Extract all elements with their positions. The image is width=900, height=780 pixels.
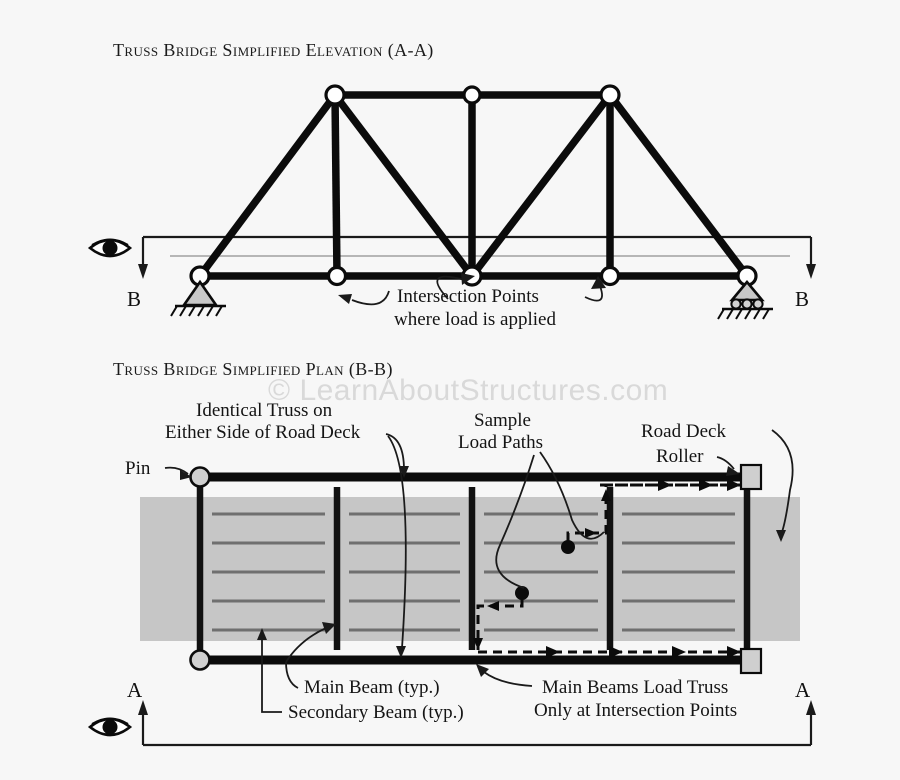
main-beam-label: Main Beam (typ.) xyxy=(304,677,440,698)
pin-label: Pin xyxy=(125,458,151,479)
pin-support-plan xyxy=(189,466,211,488)
main-beams-load-label-line2: Only at Intersection Points xyxy=(534,700,737,721)
truss-node xyxy=(326,265,348,287)
intersection-points-leaders xyxy=(338,273,606,306)
identical-truss-leader-bottom xyxy=(387,435,407,649)
diagonal-right-end xyxy=(607,92,750,279)
section-letter-right-a: A xyxy=(795,678,811,702)
pin-support-elevation xyxy=(170,279,226,317)
sample-load-paths-label-line1: Sample xyxy=(474,410,531,431)
identical-truss-label-line1: Identical Truss on xyxy=(196,400,333,421)
road-deck-leader xyxy=(771,429,794,533)
roller-label: Roller xyxy=(656,446,704,467)
identical-truss-label-line2: Either Side of Road Deck xyxy=(165,422,361,443)
section-letter-left-b: B xyxy=(127,287,141,311)
section-letter-left-a: A xyxy=(127,678,143,702)
main-beams-load-leader xyxy=(483,671,533,687)
section-arrow-left xyxy=(138,700,148,715)
section-arrow-left xyxy=(138,264,148,279)
vertical-left xyxy=(331,94,341,277)
section-line-bb xyxy=(138,235,816,279)
secondary-beam-leader xyxy=(261,636,282,713)
pin-support-plan xyxy=(189,649,211,671)
roller-support-elevation xyxy=(717,279,773,320)
pin-leader xyxy=(164,466,189,475)
load-arrow xyxy=(473,638,483,650)
load-arrow xyxy=(609,646,623,658)
load-arrow xyxy=(727,479,741,491)
main-beams xyxy=(196,487,751,650)
section-line-aa xyxy=(138,700,816,747)
truss-node xyxy=(324,84,346,106)
main-beams-load-label-line1: Main Beams Load Truss xyxy=(542,677,728,698)
load-point xyxy=(561,540,575,554)
elevation-title: Truss Bridge Simplified Elevation (A-A) xyxy=(113,40,434,61)
load-arrow xyxy=(546,646,560,658)
diagonal-inner-left xyxy=(332,92,475,279)
diagonal-inner-right xyxy=(469,92,613,279)
roller-support-plan xyxy=(739,647,763,675)
truss-elevation xyxy=(170,84,790,287)
road-deck-label: Road Deck xyxy=(641,421,726,442)
load-arrow xyxy=(727,646,741,658)
plan-title: Truss Bridge Simplified Plan (B-B) xyxy=(113,359,393,380)
main-beam-leader xyxy=(285,661,299,689)
roller-leader xyxy=(716,456,735,470)
load-arrow xyxy=(699,479,713,491)
sample-load-leader-1 xyxy=(539,451,605,540)
main-beam-leader-curve xyxy=(285,627,327,663)
intersection-points-label-line2: where load is applied xyxy=(394,309,556,330)
truss-node xyxy=(462,85,482,105)
truss-node xyxy=(599,265,621,287)
section-arrow-right xyxy=(806,700,816,715)
watermark: © LearnAboutStructures.com xyxy=(268,374,668,407)
truss-node xyxy=(599,84,621,106)
section-letter-right-b: B xyxy=(795,287,809,311)
section-arrow-right xyxy=(806,264,816,279)
identical-truss-leader-top xyxy=(385,433,405,471)
eye-icon xyxy=(87,238,133,258)
load-arrow xyxy=(658,479,672,491)
roller-support-plan xyxy=(739,463,763,491)
sample-load-leader-2 xyxy=(495,454,535,589)
secondary-beam-label: Secondary Beam (typ.) xyxy=(288,702,464,723)
load-arrow xyxy=(601,489,611,501)
load-arrow xyxy=(585,528,597,538)
eye-icon xyxy=(87,717,133,737)
diagonal-left-end xyxy=(196,92,339,279)
load-arrow xyxy=(672,646,686,658)
load-point xyxy=(515,586,529,600)
load-paths xyxy=(473,479,741,658)
load-arrow xyxy=(487,601,499,611)
intersection-points-label-line1: Intersection Points xyxy=(397,286,539,307)
sample-load-paths-label-line2: Load Paths xyxy=(458,432,543,453)
